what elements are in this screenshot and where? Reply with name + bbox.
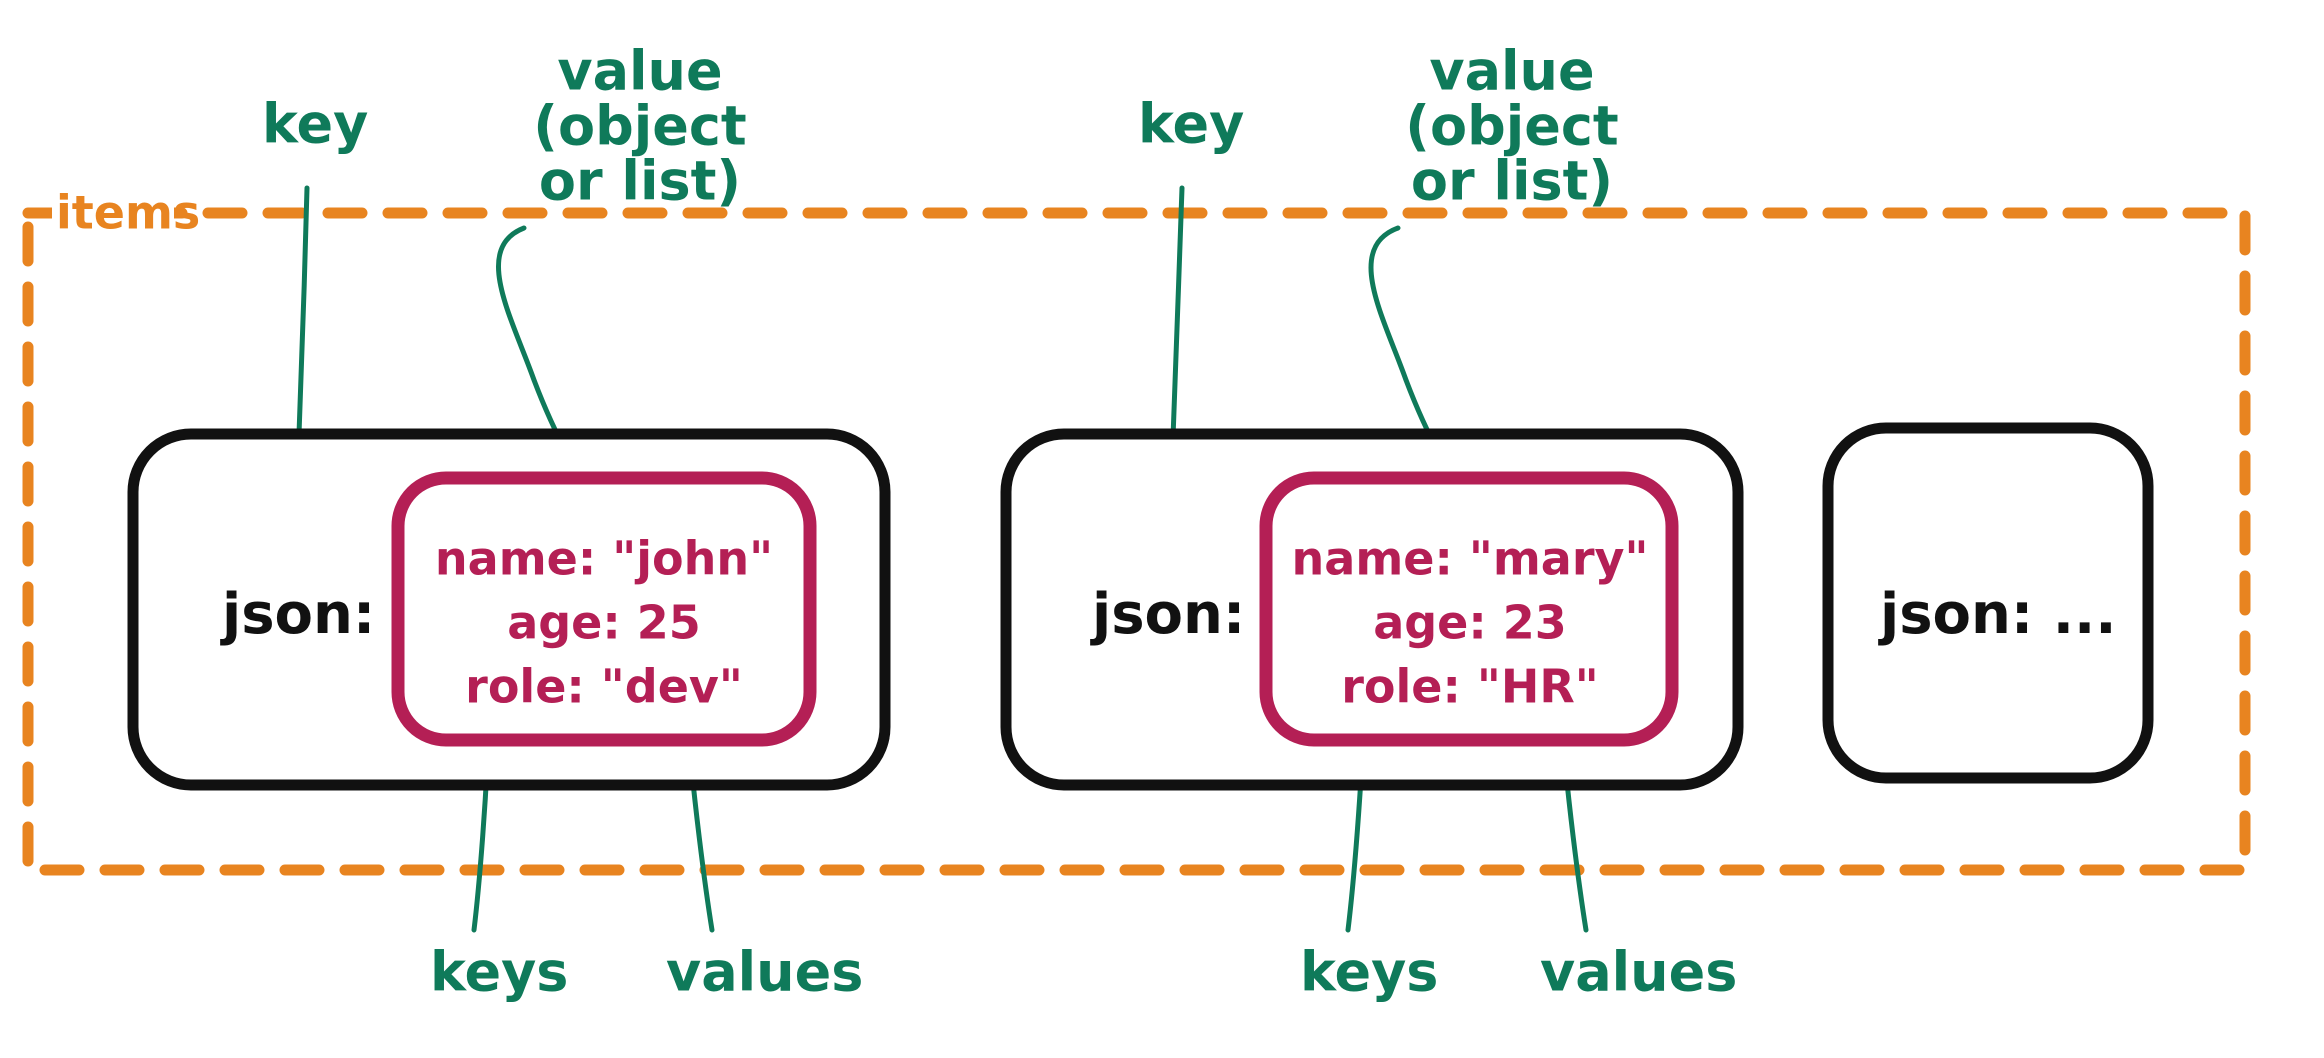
- card-1-pair-2: role: "dev": [465, 660, 743, 714]
- card-3[interactable]: json: ...: [1822, 422, 2154, 784]
- card-2-inner-outline: [1259, 471, 1679, 747]
- items-label-backdrop: [52, 192, 174, 236]
- annotation-values-2: values: [1540, 941, 1737, 1004]
- annotation-value-2-line-2: (object: [1405, 95, 1618, 158]
- annotation-key-1: key: [262, 93, 368, 156]
- annotations-card-1-top: key value (object or list): [262, 40, 747, 213]
- annotation-value-1-line-3: or list): [539, 150, 741, 213]
- annotation-keys-1: keys: [430, 941, 568, 1004]
- card-1-pair-1: age: 25: [507, 596, 701, 650]
- card-2-json-label: json:: [1090, 582, 1245, 647]
- items-dashed-border: [22, 207, 2251, 876]
- annotation-value-1-line-1: value: [557, 40, 722, 103]
- annotation-keys-2: keys: [1300, 941, 1438, 1004]
- card-1[interactable]: json: name: "john" age: 25 role: "dev": [127, 428, 891, 791]
- card-1-pair-0: name: "john": [435, 532, 773, 586]
- annotation-key-2: key: [1138, 93, 1244, 156]
- card-1-json-label: json:: [220, 582, 375, 647]
- card-3-json-label: json: ...: [1878, 582, 2117, 647]
- annotations-card-2-top: key value (object or list): [1138, 40, 1619, 213]
- items-container-group: items: [22, 186, 2251, 876]
- annotations-card-2-bottom: keys values: [1300, 941, 1737, 1004]
- annotation-values-1: values: [666, 941, 863, 1004]
- card-2-pair-0: name: "mary": [1292, 532, 1649, 586]
- card-2-pair-1: age: 23: [1373, 596, 1567, 650]
- annotations-card-1-bottom: keys values: [430, 941, 863, 1004]
- annotation-value-2-line-3: or list): [1411, 150, 1613, 213]
- card-3-outline: [1822, 422, 2154, 784]
- annotation-value-1-line-2: (object: [533, 95, 746, 158]
- annotation-value-2-line-1: value: [1429, 40, 1594, 103]
- items-container-label: items: [56, 186, 200, 240]
- card-2-pair-2: role: "HR": [1341, 660, 1599, 714]
- card-1-inner-outline: [391, 471, 817, 747]
- card-2[interactable]: json: name: "mary" age: 23 role: "HR": [1000, 428, 1744, 791]
